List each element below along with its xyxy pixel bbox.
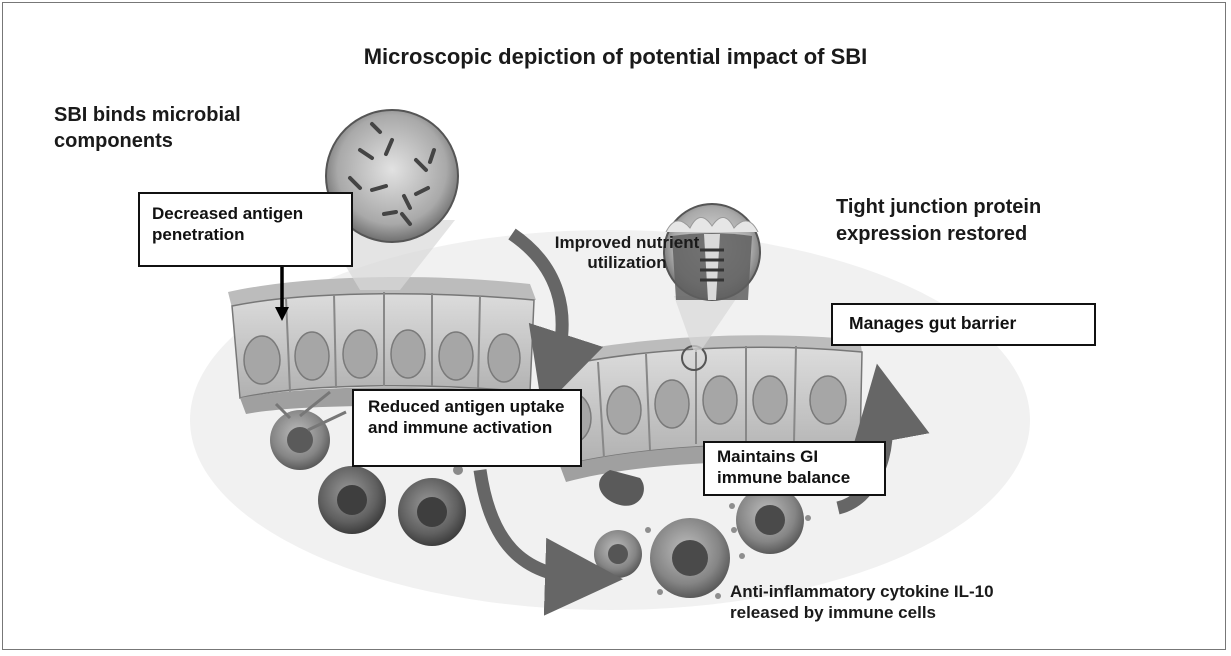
label-tight-junction: Tight junction protein expression restor… xyxy=(836,194,1136,248)
box-manages-gut-barrier: Manages gut barrier xyxy=(831,303,1096,346)
box-maintains-gi-balance: Maintains GI immune balance xyxy=(703,441,886,496)
box-decreased-antigen: Decreased antigen penetration xyxy=(138,192,353,267)
label-sbi-binds: SBI binds microbial components xyxy=(54,102,314,155)
label-improved-nutrient: Improved nutrient utilization xyxy=(552,233,702,273)
box-reduced-antigen-uptake: Reduced antigen uptake and immune activa… xyxy=(352,389,582,467)
figure-title: Microscopic depiction of potential impac… xyxy=(0,44,1231,70)
label-il10: Anti-inflammatory cytokine IL-10 release… xyxy=(730,582,1060,623)
